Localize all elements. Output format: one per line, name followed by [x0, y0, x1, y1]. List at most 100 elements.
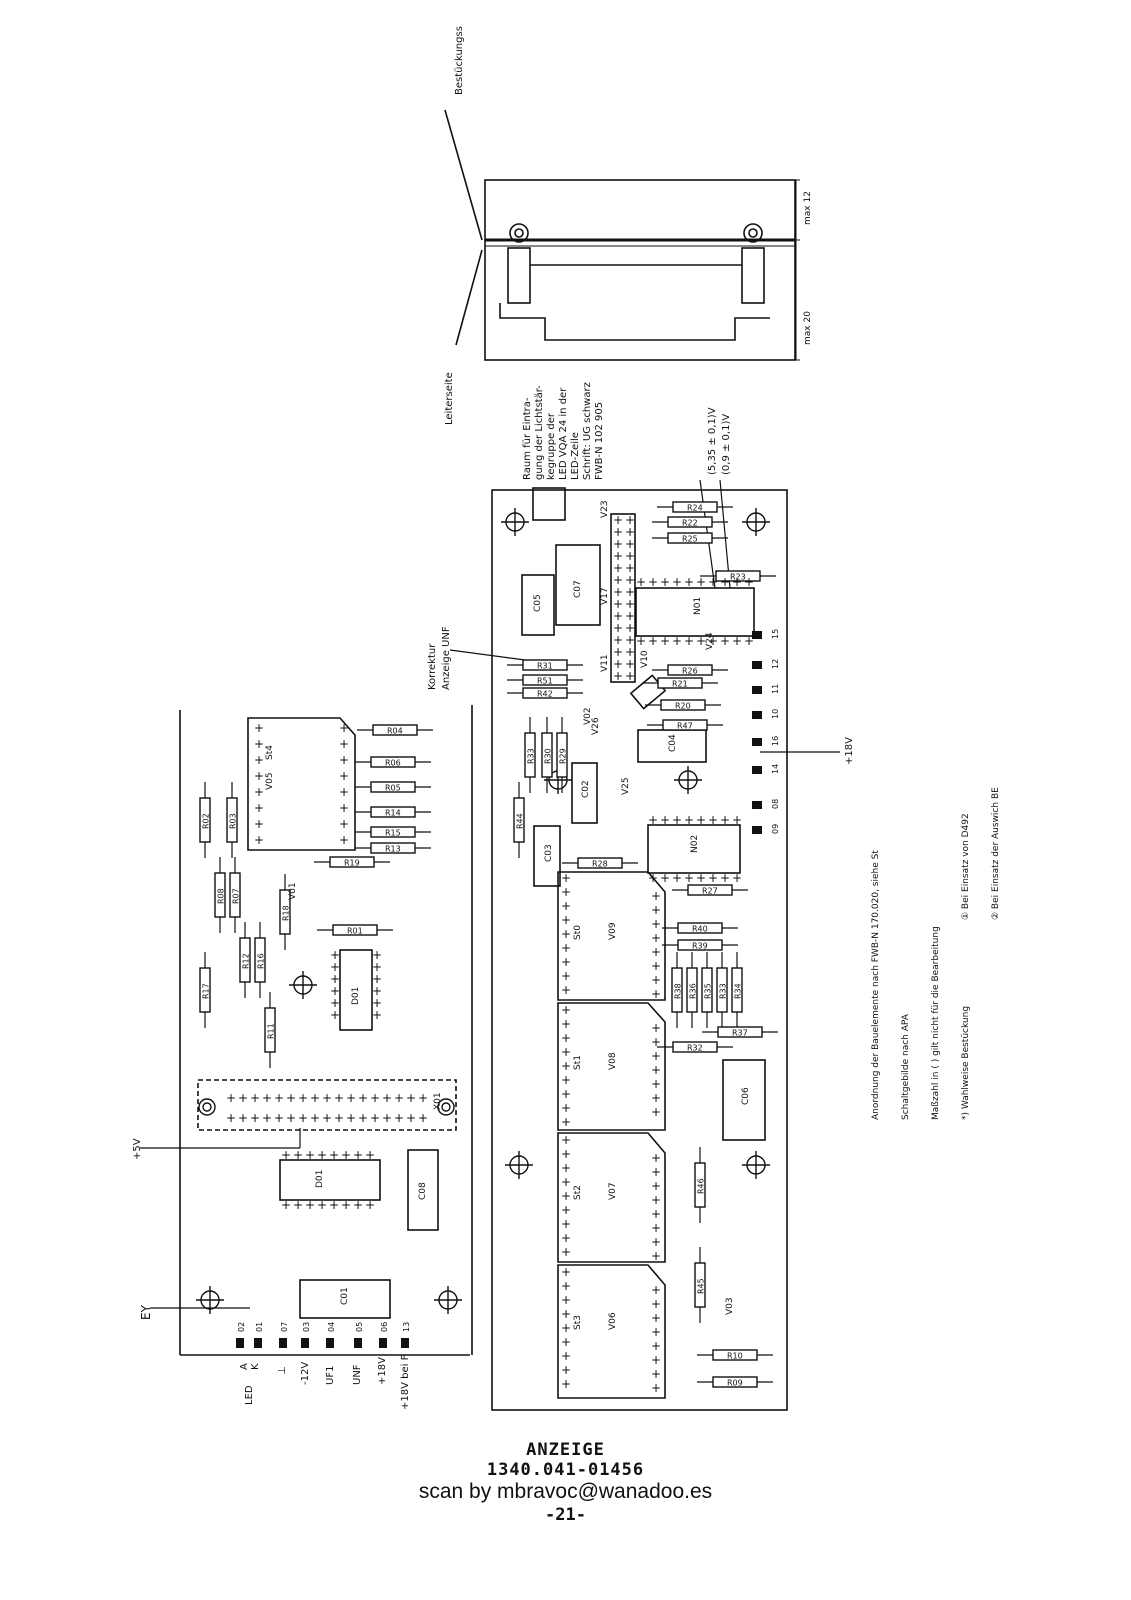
- pin-marker: +: [561, 1335, 571, 1349]
- pin-marker: +: [561, 1073, 571, 1087]
- resistor: R28: [562, 857, 638, 869]
- resistor-label: R11: [267, 1023, 276, 1039]
- pin-label: 08: [771, 799, 780, 809]
- pin-marker: +: [561, 1189, 571, 1203]
- resistor-label: R46: [697, 1178, 706, 1194]
- resistor: R17: [199, 952, 211, 1028]
- pin-marker: +: [651, 1207, 661, 1221]
- pin-marker: +: [370, 1111, 380, 1125]
- connector-pin: 16: [752, 736, 780, 746]
- resistor: R51: [507, 674, 583, 686]
- pin-marker: +: [561, 1203, 571, 1217]
- resistor-label: R45: [697, 1278, 706, 1294]
- pin-marker: +: [651, 973, 661, 987]
- resistor: R37: [702, 1026, 778, 1038]
- component-label: St4: [265, 745, 275, 760]
- pin-marker: +: [651, 1035, 661, 1049]
- resistor-label: R33: [527, 748, 536, 764]
- pin-marker: +: [394, 1111, 404, 1125]
- resistor: R05: [355, 781, 431, 793]
- pin-marker: +: [625, 621, 635, 635]
- resistor-label: R44: [516, 813, 525, 829]
- pin-marker: +: [365, 1148, 375, 1162]
- pin-marker: +: [613, 525, 623, 539]
- pin-label: 04: [327, 1322, 336, 1332]
- resistor: R32: [657, 1041, 733, 1053]
- mounting-hole: [505, 1151, 533, 1179]
- pin-marker: +: [561, 1245, 571, 1259]
- pin-marker: +: [339, 769, 349, 783]
- connector-pin: 05: [354, 1322, 364, 1348]
- component-label: C02: [581, 780, 591, 798]
- pin-marker: +: [330, 996, 340, 1010]
- pin-marker: +: [406, 1091, 416, 1105]
- page-number: -21-: [545, 1505, 586, 1525]
- resistor: R06: [355, 756, 431, 768]
- resistor-label: R37: [732, 1029, 748, 1038]
- pin-marker: +: [561, 1133, 571, 1147]
- pin-marker: +: [613, 621, 623, 635]
- component-label: N01: [693, 597, 703, 615]
- pin-marker: +: [372, 948, 382, 962]
- resistor: R40: [662, 922, 738, 934]
- pin-marker: +: [696, 871, 706, 885]
- pin-marker: +: [672, 871, 682, 885]
- resistor: R42: [507, 687, 583, 699]
- pin-marker: +: [561, 1087, 571, 1101]
- resistor: R11: [264, 992, 276, 1068]
- pin-marker: +: [561, 1115, 571, 1129]
- resistor: R01: [317, 924, 393, 936]
- component-label: C05: [533, 594, 543, 612]
- pin-marker: +: [365, 1198, 375, 1212]
- connector-pin: 11: [752, 684, 780, 694]
- pin-marker: +: [358, 1111, 368, 1125]
- right-board: [491, 487, 788, 1411]
- resistor: R23: [700, 570, 776, 582]
- pin-marker: +: [322, 1111, 332, 1125]
- component-label: V06: [608, 1312, 618, 1330]
- pin-label: 13: [402, 1322, 411, 1332]
- resistor-label: R15: [385, 829, 401, 838]
- connector-pin: 04: [326, 1322, 336, 1348]
- pin-marker: +: [561, 1059, 571, 1073]
- plus5v-label: +5V: [132, 1138, 143, 1160]
- pin-marker: +: [672, 813, 682, 827]
- mounting-hole: [742, 1151, 770, 1179]
- resistor-label: R38: [674, 983, 683, 999]
- mounting-holes: [196, 508, 770, 1314]
- pin-marker: +: [561, 1147, 571, 1161]
- resistor-label: R08: [217, 888, 226, 904]
- component-label: V25: [621, 777, 631, 795]
- connector-pin: 08: [752, 799, 780, 809]
- connector-label: A: [239, 1363, 250, 1370]
- resistor-label: R19: [344, 859, 360, 868]
- resistor-label: R22: [682, 519, 698, 528]
- resistor: R36: [686, 952, 698, 1028]
- resistor-label: R27: [702, 887, 718, 896]
- pin-marker: +: [613, 645, 623, 659]
- component-label: V11: [600, 654, 610, 672]
- pin-marker: +: [310, 1091, 320, 1105]
- resistor-label: R40: [692, 925, 708, 934]
- pin-marker: +: [651, 1311, 661, 1325]
- pin-marker: +: [561, 969, 571, 983]
- pin-marker: +: [651, 931, 661, 945]
- pin-marker: +: [339, 753, 349, 767]
- pin-marker: +: [281, 1148, 291, 1162]
- pin-marker: +: [625, 513, 635, 527]
- pin-marker: +: [238, 1091, 248, 1105]
- component-label: X01: [433, 1092, 443, 1110]
- pin-marker: +: [720, 813, 730, 827]
- pin-marker: +: [625, 597, 635, 611]
- component-label: V02: [583, 707, 593, 725]
- pin-marker: +: [651, 1105, 661, 1119]
- pin-marker: +: [651, 1325, 661, 1339]
- pin-marker: +: [286, 1111, 296, 1125]
- pin-marker: +: [317, 1198, 327, 1212]
- room-note-line: FWB-N 102 905: [594, 402, 605, 480]
- connector-pin: 14: [752, 764, 780, 774]
- resistor: R45: [694, 1247, 706, 1323]
- resistor-label: R21: [672, 680, 688, 689]
- component-label: V26: [591, 717, 601, 735]
